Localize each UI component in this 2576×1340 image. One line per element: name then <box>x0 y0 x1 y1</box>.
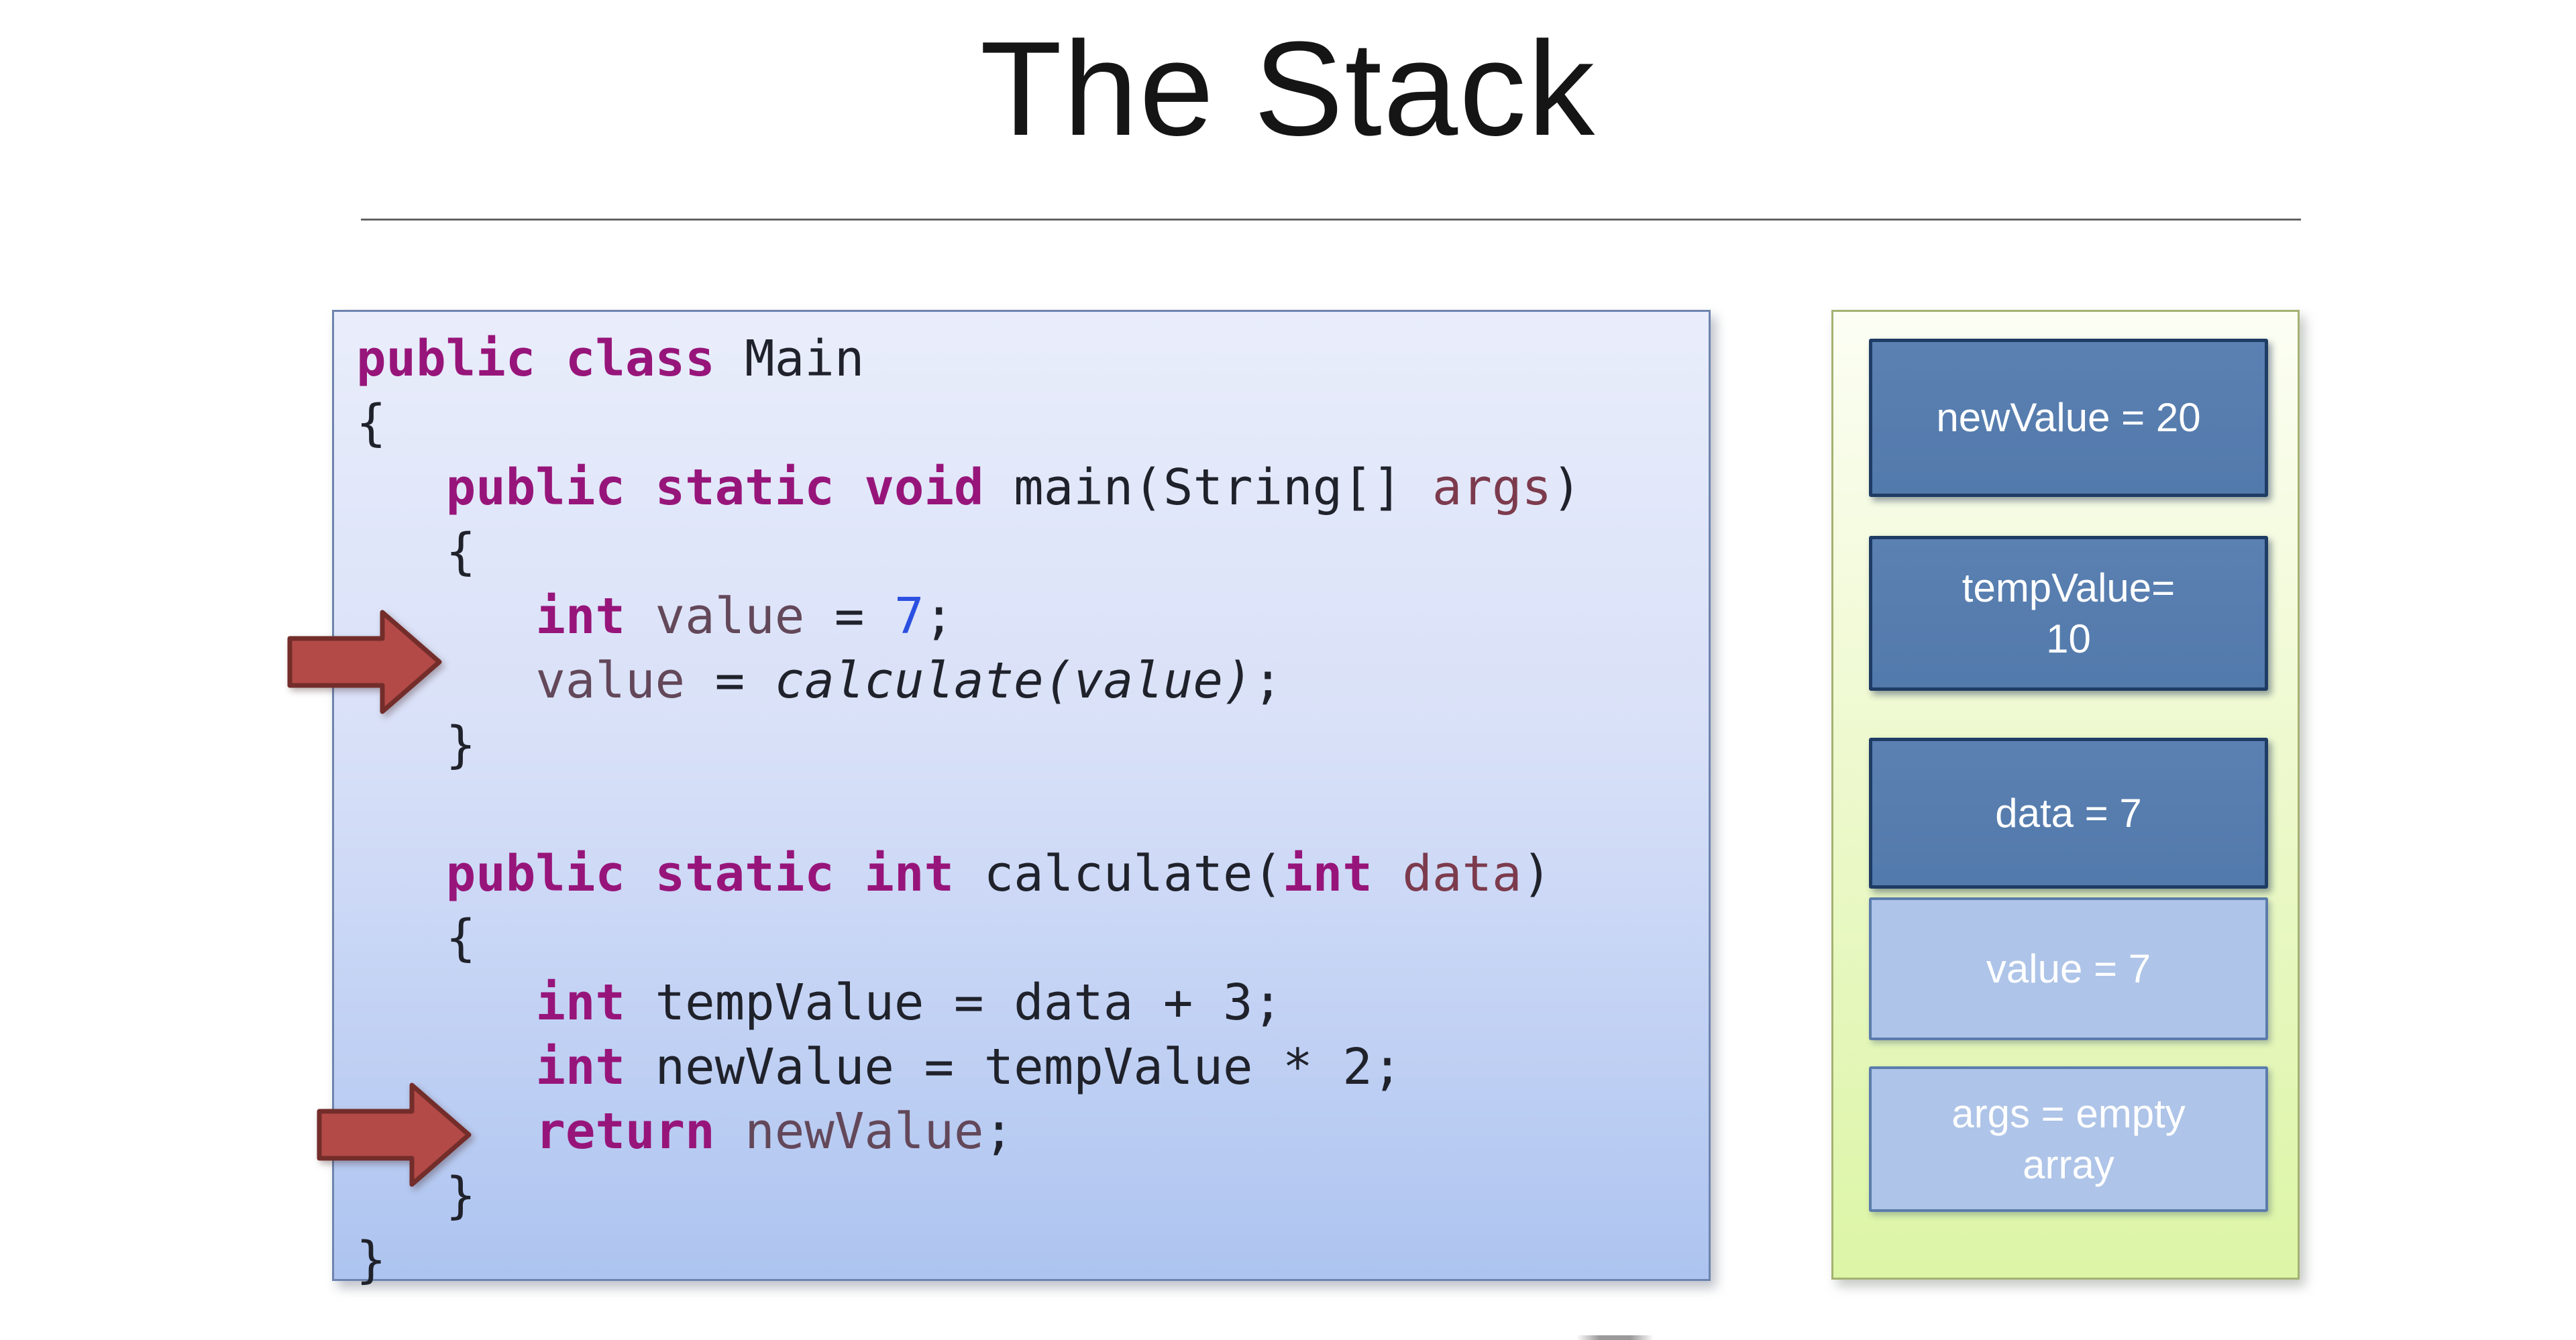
slide-title: The Stack <box>979 14 1597 164</box>
code-line: return newValue; <box>356 1099 1709 1164</box>
stack-variable-box: args = empty array <box>1869 1066 2268 1212</box>
code-token-pl: ) <box>1552 459 1582 516</box>
code-line: } <box>356 713 1709 777</box>
code-token-kw: int <box>1283 845 1373 903</box>
code-line: int newValue = tempValue * 2; <box>356 1035 1709 1099</box>
stack-variable-box: value = 7 <box>1869 897 2268 1040</box>
code-token-kw: int <box>535 588 625 645</box>
stack-variable-box: data = 7 <box>1869 738 2268 889</box>
java-code-panel: public class Main{ public static void ma… <box>332 310 1711 1289</box>
code-token-pl <box>356 459 446 516</box>
code-token-pl <box>356 845 446 903</box>
code-token-param: data <box>1402 845 1522 903</box>
code-token-pl: newValue = tempValue * 2; <box>625 1038 1403 1096</box>
code-token-num: 7 <box>894 588 924 645</box>
code-token-pl: main(String[] <box>983 459 1432 516</box>
code-line: { <box>356 520 1709 584</box>
code-token-param: args <box>1432 459 1552 516</box>
code-token-pl: } <box>356 1167 476 1225</box>
title-divider-line <box>361 219 2301 221</box>
code-token-kw: int <box>535 974 625 1031</box>
code-block: public class Main{ public static void ma… <box>334 312 1709 1292</box>
code-token-pl <box>356 974 535 1031</box>
execution-pointer-arrow-icon <box>317 1082 472 1188</box>
cropped-bottom-element <box>1576 1335 1654 1340</box>
code-token-pl <box>715 1103 745 1160</box>
code-token-pl: ; <box>1252 652 1283 710</box>
code-token-pl: Main <box>714 330 865 388</box>
code-token-var: value <box>655 588 805 645</box>
code-token-pl: ) <box>1521 845 1552 903</box>
code-token-var: value <box>535 652 686 710</box>
code-line: value = calculate(value); <box>356 649 1709 713</box>
code-line: public static void main(String[] args) <box>356 455 1709 520</box>
code-token-pl: = <box>685 652 775 710</box>
code-token-var: newValue <box>745 1103 984 1160</box>
code-token-pl: calculate( <box>954 845 1283 903</box>
code-token-pl <box>625 588 655 645</box>
code-line: } <box>356 1164 1709 1228</box>
stack-variable-box: newValue = 20 <box>1869 339 2268 497</box>
code-token-pl <box>1373 845 1403 903</box>
code-token-pl: tempValue = data + 3; <box>625 974 1283 1031</box>
code-token-pl: = <box>804 588 894 645</box>
code-token-pl: { <box>356 909 476 967</box>
code-line <box>356 777 1709 842</box>
code-token-pl: { <box>356 394 386 452</box>
code-line: int tempValue = data + 3; <box>356 970 1709 1035</box>
code-token-kw: public static int <box>445 845 955 903</box>
code-token-kw: return <box>535 1103 715 1160</box>
code-line: { <box>356 391 1709 455</box>
code-token-pl: ; <box>983 1103 1014 1160</box>
stack-variable-box: tempValue= 10 <box>1869 536 2268 691</box>
code-line: { <box>356 906 1709 970</box>
code-line: } <box>356 1228 1709 1292</box>
code-line: public static int calculate(int data) <box>356 842 1709 906</box>
code-token-pl: { <box>356 523 476 581</box>
code-token-pl: } <box>356 1231 386 1289</box>
code-token-ital: calculate(value) <box>774 652 1253 710</box>
code-token-kw: public static void <box>445 459 984 516</box>
code-line: public class Main <box>356 327 1709 391</box>
code-token-pl: ; <box>924 588 955 645</box>
code-token-kw: public class <box>356 330 715 388</box>
code-token-kw: int <box>535 1038 625 1096</box>
execution-pointer-arrow-icon <box>287 609 443 715</box>
code-token-pl: } <box>356 716 476 774</box>
code-line: int value = 7; <box>356 584 1709 649</box>
